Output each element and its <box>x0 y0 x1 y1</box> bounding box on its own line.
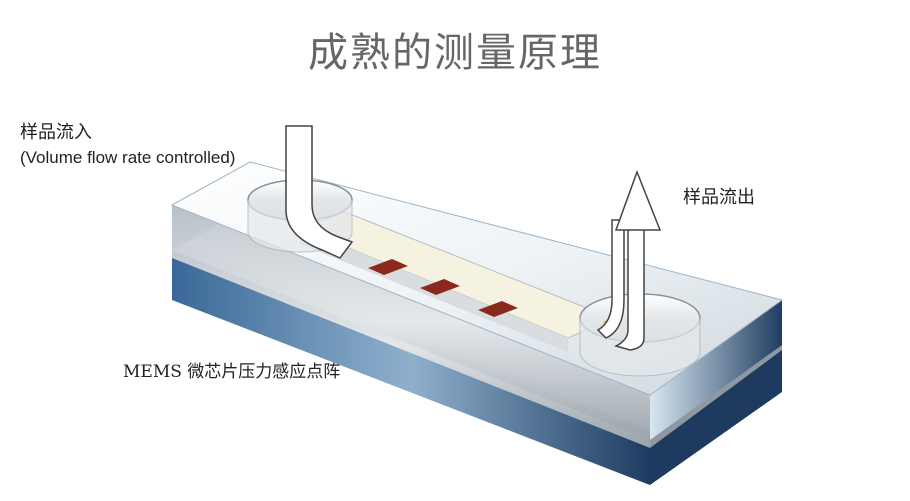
sensor-array-label: MEMS 微芯片压力感应点阵 <box>123 362 341 382</box>
sensor-pad <box>478 301 518 317</box>
outlet-label: 样品流出 <box>683 187 755 208</box>
glass-right-face <box>650 300 782 440</box>
page-title: 成熟的测量原理 <box>308 30 602 76</box>
outlet-arrow-shaft <box>613 224 645 351</box>
sensor-pad <box>368 259 408 275</box>
base-layer-side <box>650 342 782 485</box>
sensor-pad <box>420 279 460 295</box>
outlet-flow-arrow <box>596 219 625 339</box>
base-layer <box>172 248 650 485</box>
inlet-label: 样品流入 <box>20 122 92 143</box>
inlet-note-label: (Volume flow rate controlled) <box>20 148 236 167</box>
inlet-flow-arrow <box>285 125 354 259</box>
outlet-arrow-head <box>614 169 662 231</box>
glass-front-face <box>172 205 650 440</box>
